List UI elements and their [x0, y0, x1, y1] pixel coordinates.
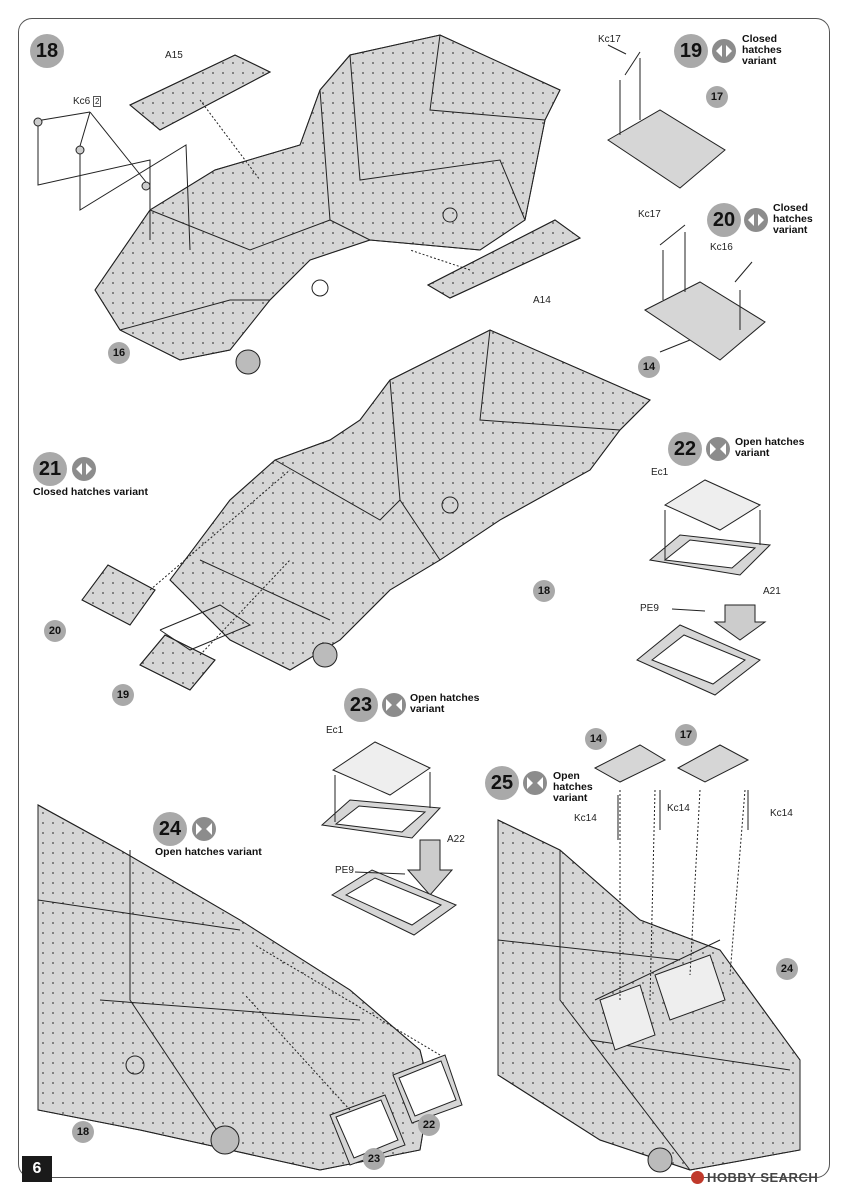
- part-label-pe9: PE9: [640, 603, 659, 614]
- step-18-number: 18: [30, 34, 64, 68]
- step25-hull-drawing: [497, 819, 801, 1173]
- callout-16: 16: [108, 342, 130, 364]
- hatch-variant-icon: [706, 437, 730, 461]
- part-label-a21: A21: [763, 586, 781, 597]
- step21-hull-drawing: [169, 329, 651, 671]
- step19-hatch-drawing: [607, 44, 726, 189]
- part-qty-kc6: 2: [93, 96, 102, 107]
- step-20-variant-label: Closed hatches variant: [773, 202, 813, 236]
- part-label-pe9: PE9: [335, 865, 354, 876]
- callout-22: 22: [418, 1114, 440, 1136]
- callout-23: 23: [363, 1148, 385, 1170]
- hatch-variant-icon: [712, 39, 736, 63]
- hatch-variant-icon: [744, 208, 768, 232]
- hatch-variant-icon: [192, 817, 216, 841]
- watermark-text: HOBBY SEARCH: [707, 1170, 819, 1185]
- part-label-a15: A15: [165, 50, 183, 61]
- step-19-variant-label: Closed hatches variant: [742, 33, 782, 67]
- step24-hull-drawing: [37, 804, 431, 1171]
- step-19-number: 19: [674, 34, 708, 68]
- part-label-kc14: Kc14: [770, 808, 793, 819]
- part-label-kc16: Kc16: [710, 242, 733, 253]
- part-label-kc17: Kc17: [598, 34, 621, 45]
- callout-17: 17: [675, 724, 697, 746]
- hatch-variant-icon: [72, 457, 96, 481]
- part-label-ec1: Ec1: [326, 725, 344, 736]
- step-20-number: 20: [707, 203, 741, 237]
- step-21-variant-label: Closed hatches variant: [33, 486, 148, 498]
- part-label-ec1: Ec1: [651, 467, 669, 478]
- callout-18: 18: [72, 1121, 94, 1143]
- part-label-kc14: Kc14: [574, 813, 597, 824]
- page-number: 6: [22, 1156, 52, 1182]
- step-25-number: 25: [485, 766, 519, 800]
- step23-hatch-drawing: [320, 741, 458, 936]
- callout-14: 14: [638, 356, 660, 378]
- step18-hull-drawing: [94, 34, 561, 375]
- hatch-variant-icon: [382, 693, 406, 717]
- callout-18: 18: [533, 580, 555, 602]
- part-label-a14: A14: [533, 295, 551, 306]
- step20-hatch-drawing: [644, 224, 766, 361]
- part-label-kc14: Kc14: [667, 803, 690, 814]
- callout-19: 19: [112, 684, 134, 706]
- callout-24: 24: [776, 958, 798, 980]
- hobby-search-logo-icon: [691, 1171, 704, 1184]
- step-24-number: 24: [153, 812, 187, 846]
- hatch-variant-icon: [523, 771, 547, 795]
- step-22-number: 22: [668, 432, 702, 466]
- step-24-variant-label: Open hatches variant: [155, 846, 262, 858]
- callout-14: 14: [585, 728, 607, 750]
- callout-20: 20: [44, 620, 66, 642]
- step-23-variant-label: Open hatches variant: [410, 692, 480, 715]
- step22-hatch-drawing: [636, 479, 772, 696]
- callout-17: 17: [706, 86, 728, 108]
- part-label-a22: A22: [447, 834, 465, 845]
- step-21-number: 21: [33, 452, 67, 486]
- part-label-kc17: Kc17: [638, 209, 661, 220]
- step-23-number: 23: [344, 688, 378, 722]
- step-25-variant-label: Open hatches variant: [553, 770, 593, 804]
- page-border: [18, 18, 830, 1178]
- step-22-variant-label: Open hatches variant: [735, 436, 805, 459]
- part-label-kc6: Kc6: [73, 96, 91, 107]
